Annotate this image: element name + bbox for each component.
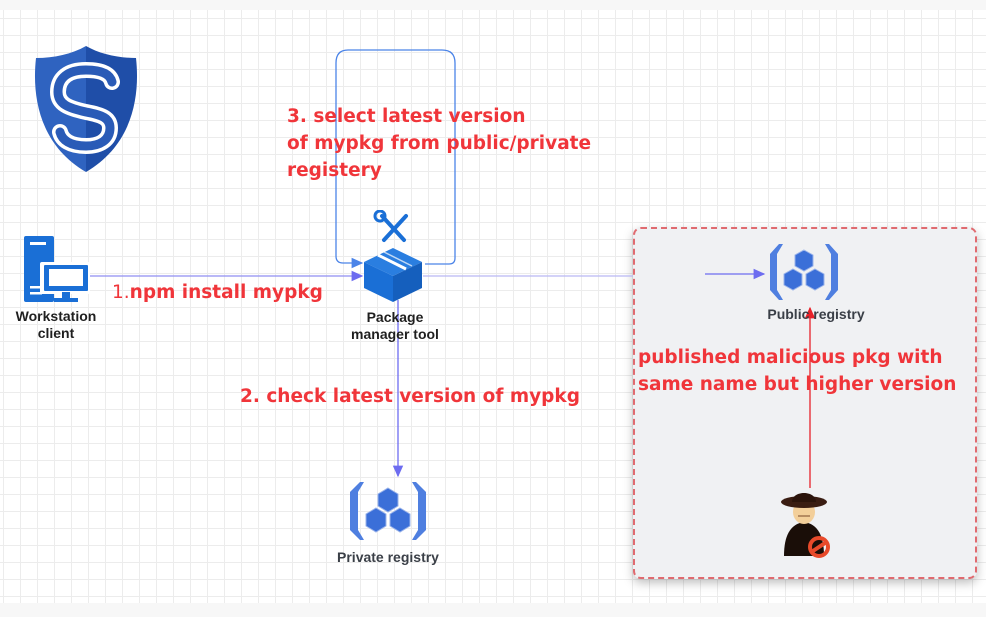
attack-note-line1: published malicious pkg with	[638, 347, 943, 368]
step1-number: 1.	[112, 282, 130, 303]
step3-line1: 3. select latest version	[287, 106, 526, 127]
public-registry-icon	[768, 242, 840, 304]
shield-s-logo-icon	[30, 44, 142, 174]
private-registry-icon	[348, 478, 428, 544]
step1-text: npm install mypkg	[129, 282, 323, 303]
package-box-tools-icon	[360, 209, 426, 302]
step3-line2: of mypkg from public/private	[287, 133, 592, 154]
package-manager-label: Package manager tool	[340, 309, 450, 343]
step3-label: 3. select latest version of mypkg from p…	[287, 103, 591, 184]
desktop-computer-icon	[22, 236, 90, 304]
hacker-spy-icon	[776, 486, 834, 560]
private-registry-label: Private registry	[337, 549, 439, 565]
workstation-label-line2: client	[37, 325, 75, 341]
step1-label: 1.npm install mypkg	[112, 279, 323, 306]
step2-label: 2. check latest version of mypkg	[240, 386, 580, 407]
attack-note: published malicious pkg with same name b…	[638, 344, 956, 398]
step3-line3: registery	[287, 160, 382, 181]
workstation-label: Workstation client	[6, 308, 106, 342]
attack-note-line2: same name but higher version	[638, 374, 957, 395]
workstation-label-line1: Workstation	[15, 308, 97, 324]
blocked-icon	[808, 536, 830, 558]
public-registry-label: Public registry	[767, 306, 865, 322]
package-manager-label-line1: Package	[366, 309, 424, 325]
package-manager-label-line2: manager tool	[351, 326, 439, 342]
